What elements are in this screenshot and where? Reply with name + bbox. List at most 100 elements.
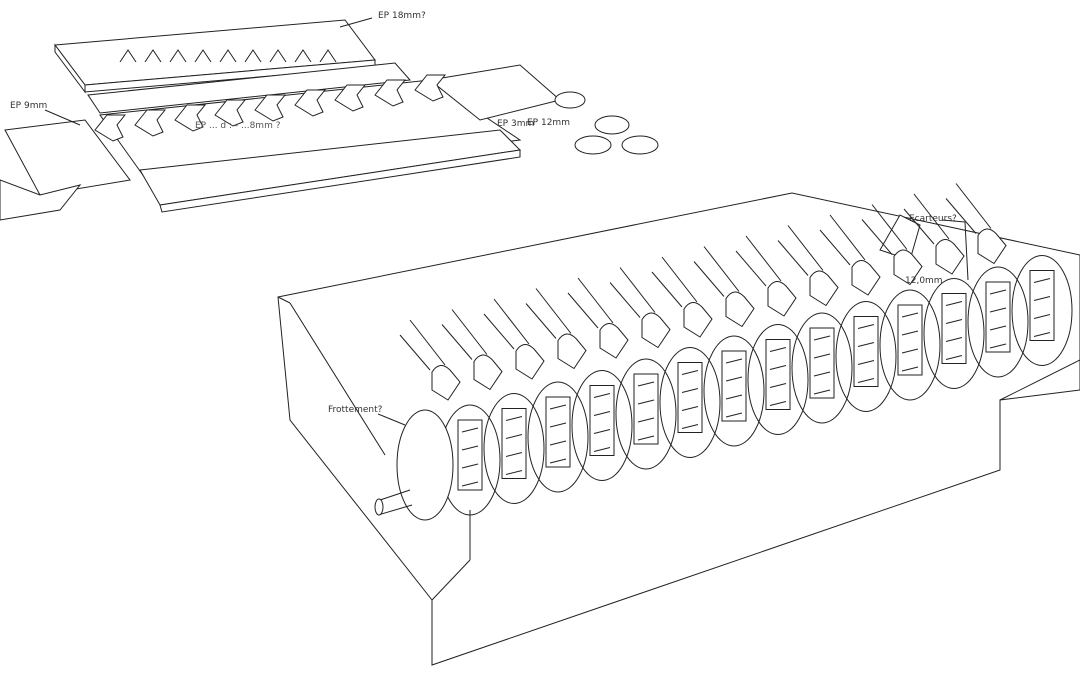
key-wire xyxy=(493,298,530,345)
exploded-parts xyxy=(0,17,659,221)
drum-pin xyxy=(945,355,963,360)
drum-pin xyxy=(593,411,611,416)
top-plate-tooth xyxy=(294,49,312,63)
drum-pin xyxy=(901,366,919,372)
exploded-keys xyxy=(94,49,447,142)
drum-disc xyxy=(835,301,897,412)
drum-pin xyxy=(461,463,479,469)
drum-disc xyxy=(703,335,765,447)
drum-pin xyxy=(901,330,919,336)
key-lever xyxy=(977,228,1007,265)
side-bracket xyxy=(0,179,82,221)
drum-pin xyxy=(549,422,567,428)
exploded-key xyxy=(214,99,247,127)
label-frottement: Frottement? xyxy=(328,405,383,415)
drum-pin xyxy=(857,324,875,329)
shaft-edge xyxy=(377,504,413,516)
key-wire xyxy=(735,250,767,287)
exploded-key xyxy=(374,79,407,107)
box-edge xyxy=(431,559,471,601)
key-wire xyxy=(693,261,725,297)
drum-pin xyxy=(461,481,479,487)
drum-pin xyxy=(989,343,1007,349)
key-wire xyxy=(483,313,515,350)
key-wire xyxy=(577,277,614,324)
leader-line xyxy=(941,219,966,223)
drum-disc xyxy=(791,312,853,424)
key-lever xyxy=(473,354,503,391)
exploded-key xyxy=(134,109,167,137)
drum xyxy=(439,255,1073,516)
drum-pin xyxy=(725,358,743,364)
key-wire xyxy=(525,303,557,339)
drum-pin xyxy=(769,365,787,370)
label-ep-9mm: EP 9mm xyxy=(10,101,48,111)
drum-pin xyxy=(857,342,875,347)
key-lever xyxy=(431,365,461,401)
key-wire xyxy=(619,267,656,313)
small-gear xyxy=(621,135,659,155)
drum-pin xyxy=(857,360,875,365)
top-plate-tooth xyxy=(194,49,212,63)
drum-pin xyxy=(901,312,919,318)
shaft xyxy=(374,409,454,521)
shaft-end-disc xyxy=(396,409,454,521)
drum-disc xyxy=(879,289,941,401)
drum-pin xyxy=(857,378,875,383)
label-ep-12mm: EP 12mm xyxy=(527,118,570,128)
drum-pin xyxy=(637,399,655,405)
key-lever xyxy=(557,333,587,370)
key-lever xyxy=(893,249,923,286)
drum-pin xyxy=(813,353,831,359)
top-plate-tooth xyxy=(119,49,137,63)
small-disc xyxy=(554,91,586,109)
drum-pin xyxy=(549,458,567,464)
shaft-edge xyxy=(379,489,411,501)
drum-pin xyxy=(1033,332,1051,337)
key-wire xyxy=(819,229,851,266)
drum-pin xyxy=(505,470,523,475)
small-disc xyxy=(574,135,612,155)
shaft-tip xyxy=(374,498,384,516)
drum-disc xyxy=(967,266,1029,378)
key-lever xyxy=(683,302,713,338)
key-wire xyxy=(703,246,740,292)
drum-pin xyxy=(769,347,787,352)
key-wire xyxy=(787,225,824,271)
drum-pin xyxy=(681,406,699,411)
drum-pin xyxy=(945,319,963,324)
drum-disc xyxy=(659,347,721,458)
key-wire xyxy=(661,256,698,303)
drum-disc xyxy=(615,358,677,470)
drum-pin xyxy=(681,370,699,375)
bottom-plate-edge xyxy=(159,149,521,213)
drum-pin xyxy=(725,394,743,400)
middle-plate xyxy=(87,62,412,114)
leader-line xyxy=(964,221,969,281)
drum-pin xyxy=(945,301,963,306)
drum-pin xyxy=(813,389,831,395)
box-edge xyxy=(289,302,386,456)
top-plate-tooth xyxy=(319,49,337,63)
box-edge xyxy=(999,359,1080,401)
drum-pin xyxy=(989,307,1007,313)
leader-line xyxy=(377,413,406,426)
key-wire xyxy=(829,214,866,261)
label-ep-3mm: EP 3mm xyxy=(497,119,535,129)
key-wire xyxy=(745,235,782,282)
drum-pin xyxy=(725,376,743,382)
key-wire xyxy=(861,219,893,255)
drum-pin xyxy=(461,427,479,433)
key-lever xyxy=(767,281,797,317)
drum-pin xyxy=(1033,296,1051,301)
key-wire xyxy=(913,193,950,240)
side-plate-9mm xyxy=(4,119,131,196)
key-wire xyxy=(777,240,809,276)
drum-pin xyxy=(945,337,963,342)
drum-disc xyxy=(747,324,809,435)
drum-pin xyxy=(637,417,655,423)
drum-pin xyxy=(1033,314,1051,319)
drum-pin xyxy=(637,435,655,441)
drum-pin xyxy=(813,371,831,377)
